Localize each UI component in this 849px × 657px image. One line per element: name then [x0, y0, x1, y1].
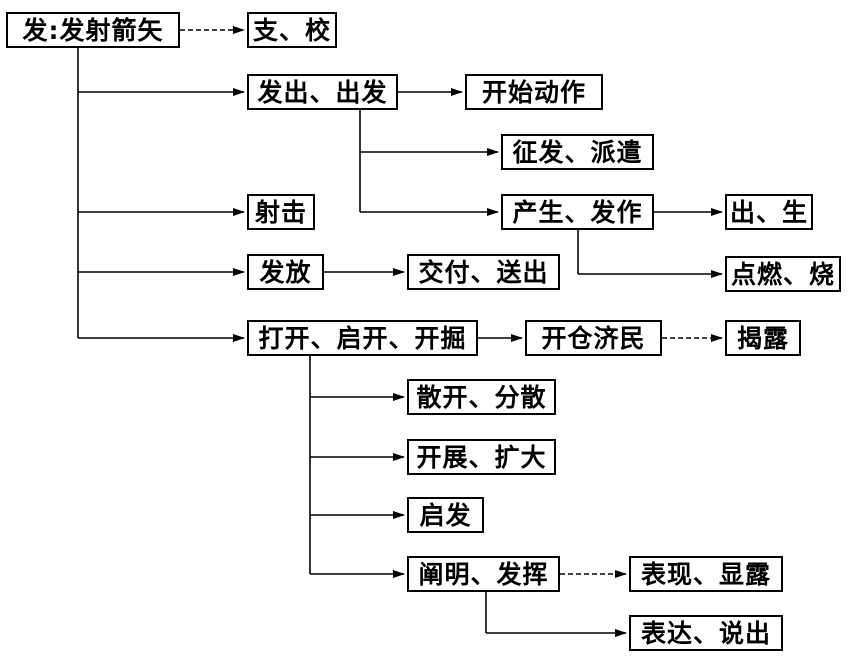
node-chanming-fahui: 阐明、发挥	[407, 556, 560, 592]
node-zhi-xiao: 支、校	[247, 12, 337, 48]
node-kaizhan-kuoda: 开展、扩大	[407, 439, 556, 475]
node-dianran-shao: 点燃、烧	[725, 256, 841, 292]
node-fachu-chufa: 发出、出发	[247, 74, 398, 110]
node-chu-sheng: 出、生	[725, 194, 813, 230]
node-sankai-fensan: 散开、分散	[407, 379, 556, 415]
node-biaoxian-xianlu: 表现、显露	[629, 556, 783, 592]
node-jiaofu-songchu: 交付、送出	[407, 254, 560, 290]
node-kaishi-dongzuo: 开始动作	[465, 74, 603, 110]
node-chansheng-fazuo: 产生、发作	[501, 194, 654, 230]
node-jielu: 揭露	[725, 320, 801, 356]
node-fafang: 发放	[247, 254, 324, 290]
node-root: 发:发射箭矢	[6, 12, 180, 48]
node-zhengfa-paiqian: 征发、派遣	[501, 134, 654, 170]
node-biaoda-shuochu: 表达、说出	[629, 615, 783, 651]
node-sheji: 射击	[247, 194, 315, 230]
node-kaicang-jimin: 开仓济民	[525, 320, 662, 356]
node-dakai-qikai-kaijue: 打开、启开、开掘	[247, 320, 478, 356]
node-qifa: 启发	[407, 497, 484, 533]
